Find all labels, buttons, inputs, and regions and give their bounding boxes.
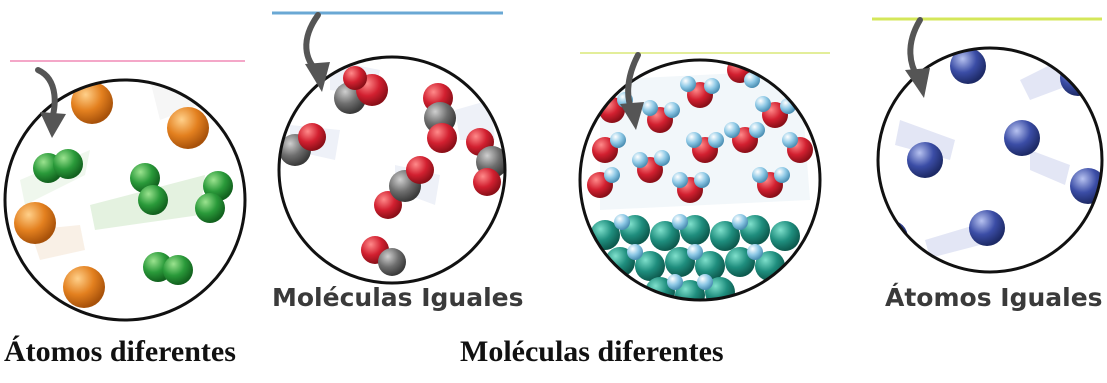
orange-atom [63, 266, 105, 308]
blue-atom [907, 142, 943, 178]
gray-red-molecule [423, 83, 457, 153]
panel-atoms-different [5, 60, 245, 320]
blue-atom [872, 220, 908, 256]
blue-atom [1004, 120, 1040, 156]
green-atom [195, 193, 225, 223]
caption-atoms-same: Átomos Iguales [885, 283, 1103, 312]
green-atom [163, 255, 193, 285]
caption-atoms-different: Átomos diferentes [4, 335, 236, 369]
panel-atoms-same [872, 19, 1106, 272]
panel-molecules-same [272, 13, 508, 283]
blue-atom [969, 210, 1005, 246]
panel-molecules-different [580, 53, 830, 310]
teal-molecule-layer [590, 214, 800, 310]
green-atom [138, 185, 168, 215]
caption-molecules-same: Moléculas Iguales [272, 283, 524, 312]
green-atom [53, 149, 83, 179]
caption-molecules-different: Moléculas diferentes [460, 335, 724, 369]
orange-atom [14, 202, 56, 244]
orange-atom [167, 107, 209, 149]
